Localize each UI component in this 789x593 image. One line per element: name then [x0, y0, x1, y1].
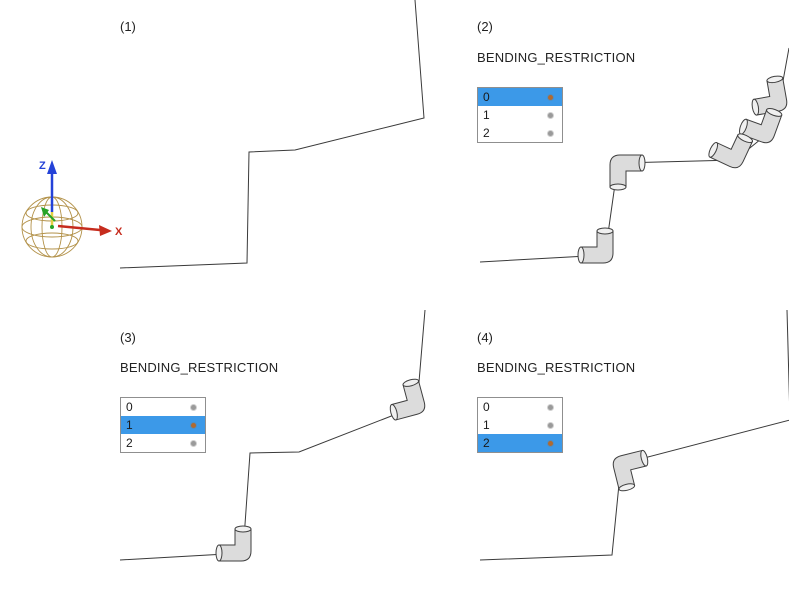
option-indicator-dot — [191, 422, 196, 428]
panel-3-option-1[interactable]: 1 — [121, 416, 205, 434]
panel-3-param-title: BENDING_RESTRICTION — [120, 360, 279, 375]
panel-2-option-1[interactable]: 1 — [478, 106, 562, 124]
option-label: 0 — [483, 90, 490, 104]
panel-4-label: (4) — [477, 330, 493, 345]
option-indicator-dot — [548, 94, 553, 100]
option-label: 2 — [126, 436, 133, 450]
panel-4-bending-restriction-listbox: 0 1 2 — [477, 397, 563, 453]
panel-4-option-2[interactable]: 2 — [478, 434, 562, 452]
orientation-triad: Z X — [21, 160, 123, 258]
panel-1-label: (1) — [120, 19, 136, 34]
panel-4-param-title: BENDING_RESTRICTION — [477, 360, 636, 375]
x-axis-arrow: X — [57, 224, 123, 238]
option-indicator-dot — [548, 404, 553, 410]
option-indicator-dot — [548, 440, 553, 446]
z-axis-arrow: Z — [39, 160, 57, 212]
panel-3-label: (3) — [120, 330, 136, 345]
panel-2-option-2[interactable]: 2 — [478, 124, 562, 142]
option-label: 1 — [483, 108, 490, 122]
panel-2-bending-restriction-listbox: 0 1 2 — [477, 87, 563, 143]
option-label: 1 — [126, 418, 133, 432]
panel-2-param-title: BENDING_RESTRICTION — [477, 50, 636, 65]
panel-3-option-0[interactable]: 0 — [121, 398, 205, 416]
pipe-elbow-fitting — [215, 525, 252, 562]
option-indicator-dot — [191, 440, 196, 446]
x-axis-label: X — [115, 226, 123, 238]
pipe-elbow-fitting — [610, 449, 655, 493]
option-indicator-dot — [548, 130, 553, 136]
option-indicator-dot — [548, 422, 553, 428]
z-axis-label: Z — [39, 160, 46, 172]
panel-2-label: (2) — [477, 19, 493, 34]
panel-4-option-0[interactable]: 0 — [478, 398, 562, 416]
pipe-route-panel-1 — [119, 0, 425, 269]
pipe-elbow-fitting — [383, 377, 428, 422]
panel-3-bending-restriction-listbox: 0 1 2 — [120, 397, 206, 453]
option-label: 2 — [483, 436, 490, 450]
option-indicator-dot — [191, 404, 196, 410]
panel-4-option-1[interactable]: 1 — [478, 416, 562, 434]
panel-3-option-2[interactable]: 2 — [121, 434, 205, 452]
option-label: 0 — [483, 400, 490, 414]
option-label: 0 — [126, 400, 133, 414]
panel-2-option-0[interactable]: 0 — [478, 88, 562, 106]
option-label: 1 — [483, 418, 490, 432]
pipe-elbow-fitting — [577, 227, 614, 264]
option-indicator-dot — [548, 112, 553, 118]
y-axis-arrow — [41, 207, 56, 229]
pipe-elbow-fitting — [609, 154, 646, 191]
option-label: 2 — [483, 126, 490, 140]
